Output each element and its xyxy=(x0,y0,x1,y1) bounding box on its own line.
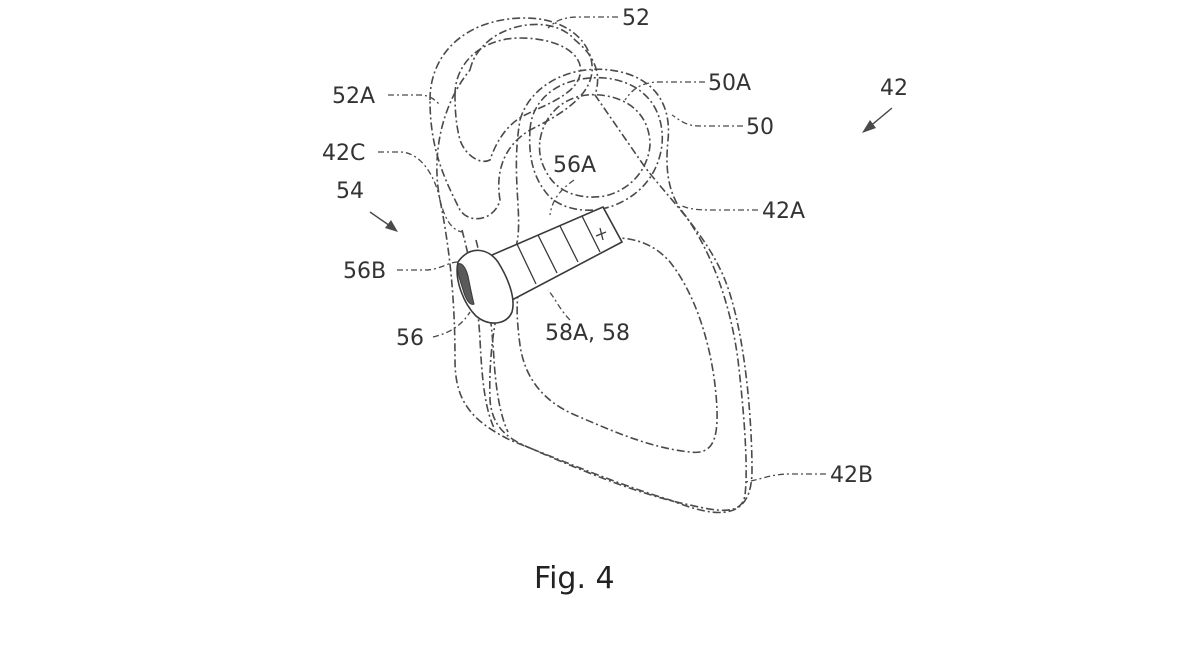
label-54: 54 xyxy=(336,179,364,204)
label-42c: 42C xyxy=(322,141,365,166)
thread-2 xyxy=(537,234,558,274)
leader-50 xyxy=(671,114,743,127)
leader-42b xyxy=(744,473,826,483)
arrow-54 xyxy=(369,211,398,232)
arrow-42 xyxy=(862,107,893,133)
leader-58 xyxy=(547,289,571,321)
screw-tip xyxy=(602,206,623,243)
body-outline-front xyxy=(488,68,747,512)
thread-4 xyxy=(581,215,601,253)
label-52a: 52A xyxy=(332,84,375,109)
figure-caption: Fig. 4 xyxy=(534,561,615,596)
side-edge-42c xyxy=(461,229,496,431)
label-42a: 42A xyxy=(762,199,805,224)
arrow-42-head xyxy=(862,120,876,133)
leader-52 xyxy=(547,16,618,29)
label-42b: 42B xyxy=(830,463,873,488)
label-58a-58: 58A, 58 xyxy=(545,321,630,346)
body-outline-rear xyxy=(436,23,753,514)
label-52: 52 xyxy=(622,6,650,31)
label-42: 42 xyxy=(880,76,908,101)
leader-52a xyxy=(388,94,441,106)
screw-56 xyxy=(456,205,624,324)
ring-50-outer xyxy=(528,76,664,211)
leader-42a xyxy=(679,204,758,211)
screw-shank xyxy=(490,205,624,302)
screw-head-face xyxy=(457,263,475,305)
ring-52-outer xyxy=(429,17,593,220)
label-56a: 56A xyxy=(553,153,596,178)
screw-cross xyxy=(595,227,607,241)
leader-42c xyxy=(378,151,463,233)
ring-52-inner xyxy=(454,37,582,162)
thread-3 xyxy=(559,225,579,263)
side-edge-inner xyxy=(475,239,509,433)
leader-56b xyxy=(397,261,459,271)
label-56: 56 xyxy=(396,326,424,351)
leader-50a xyxy=(624,81,705,101)
label-56b: 56B xyxy=(343,259,386,284)
label-50: 50 xyxy=(746,115,774,140)
leader-56a xyxy=(549,179,575,216)
leader-56 xyxy=(432,311,471,338)
screw-head xyxy=(456,249,514,324)
label-50a: 50A xyxy=(708,71,751,96)
ring-50-inner xyxy=(538,93,651,198)
arrow-54-head xyxy=(385,220,398,232)
thread-1 xyxy=(516,243,537,285)
